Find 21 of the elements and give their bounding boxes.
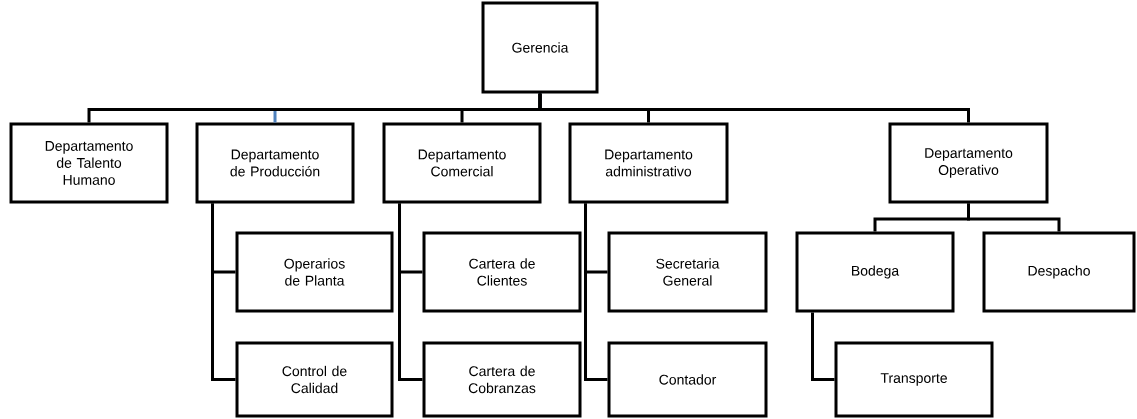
connector-line [398, 203, 423, 381]
connector-line [811, 312, 835, 381]
org-box: Secretaria General [607, 231, 768, 313]
org-box: Contador [607, 341, 768, 418]
org-box: Departamento Operativo [888, 122, 1049, 204]
org-box: Departamento de Producción [195, 122, 355, 204]
org-box: Bodega [795, 231, 955, 313]
org-box: Gerencia [481, 1, 599, 94]
org-box: Departamento Comercial [382, 122, 542, 204]
org-box: Cartera de Cobranzas [422, 341, 582, 418]
org-box: Departamento de Talento Humano [9, 122, 169, 204]
org-box: Cartera de Clientes [422, 231, 582, 313]
org-box: Despacho [982, 231, 1136, 313]
connector-line [538, 93, 970, 123]
org-box: Control de Calidad [235, 341, 394, 418]
org-box: Operarios de Planta [235, 231, 394, 313]
connector-line [211, 203, 236, 381]
connector-line [967, 203, 1061, 232]
org-box: Transporte [834, 341, 994, 418]
org-box: Departamento administrativo [568, 122, 729, 204]
connector-line [584, 203, 608, 381]
